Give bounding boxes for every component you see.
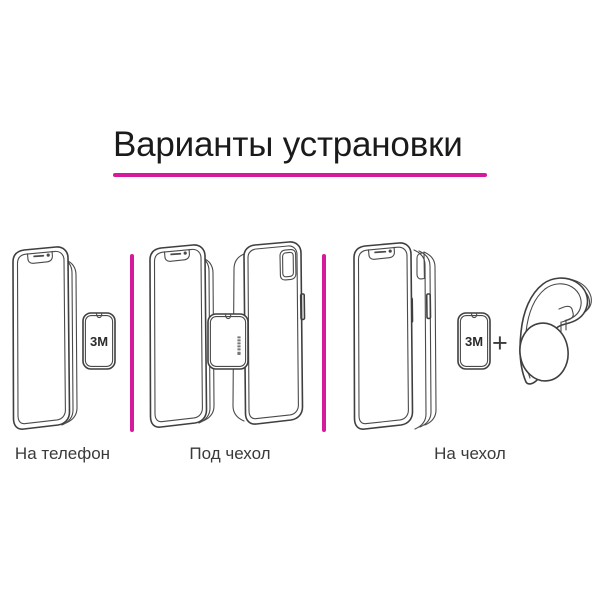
front-camera-icon xyxy=(388,249,392,253)
front-camera-icon xyxy=(46,253,50,257)
plate-brand-mark xyxy=(237,336,241,355)
page-title-block: Варианты устрановки xyxy=(113,124,493,177)
illustration-phone-pair-with-plate xyxy=(149,241,306,428)
panel-on-phone: 3M На телефон xyxy=(0,232,125,477)
divider-2 xyxy=(322,254,326,432)
panel-label-on-phone: На телефон xyxy=(14,444,111,463)
plus-sign: + xyxy=(492,328,508,358)
title-underline xyxy=(113,173,487,177)
panel-label-on-case: На чехол xyxy=(434,444,506,463)
phone-back-icon xyxy=(232,241,306,425)
car-vent-mount-icon xyxy=(519,277,592,385)
panel-under-case: Под чехол xyxy=(140,232,320,477)
plate-label-text: 3M xyxy=(90,334,108,349)
phone-front-icon xyxy=(12,246,78,430)
illustration-phone-case-plate-mount: 3M xyxy=(353,242,592,430)
rear-camera-icon xyxy=(416,252,425,280)
magnet-disc xyxy=(519,322,569,382)
adhesive-plate-3m-icon: 3M xyxy=(457,312,491,370)
phone-with-case-icon xyxy=(353,242,437,430)
panels-row: 3M На телефон xyxy=(0,232,600,477)
earpiece-speaker-icon xyxy=(374,250,387,254)
metal-plate-icon xyxy=(207,313,249,370)
earpiece-speaker-icon xyxy=(170,252,182,256)
adhesive-plate-3m-icon: 3M xyxy=(82,312,116,370)
panel-on-case: 3M xyxy=(340,232,600,477)
front-camera-icon xyxy=(183,251,187,255)
illustration-phone-with-3m-plate: 3M xyxy=(12,246,116,430)
panel-label-under-case: Под чехол xyxy=(189,444,271,463)
page-title: Варианты устрановки xyxy=(113,125,463,164)
plate-label-text: 3M xyxy=(465,334,483,349)
rear-camera-icon xyxy=(279,249,297,281)
phone-front-icon xyxy=(149,244,215,428)
earpiece-speaker-icon xyxy=(33,254,45,258)
divider-1 xyxy=(130,254,134,432)
